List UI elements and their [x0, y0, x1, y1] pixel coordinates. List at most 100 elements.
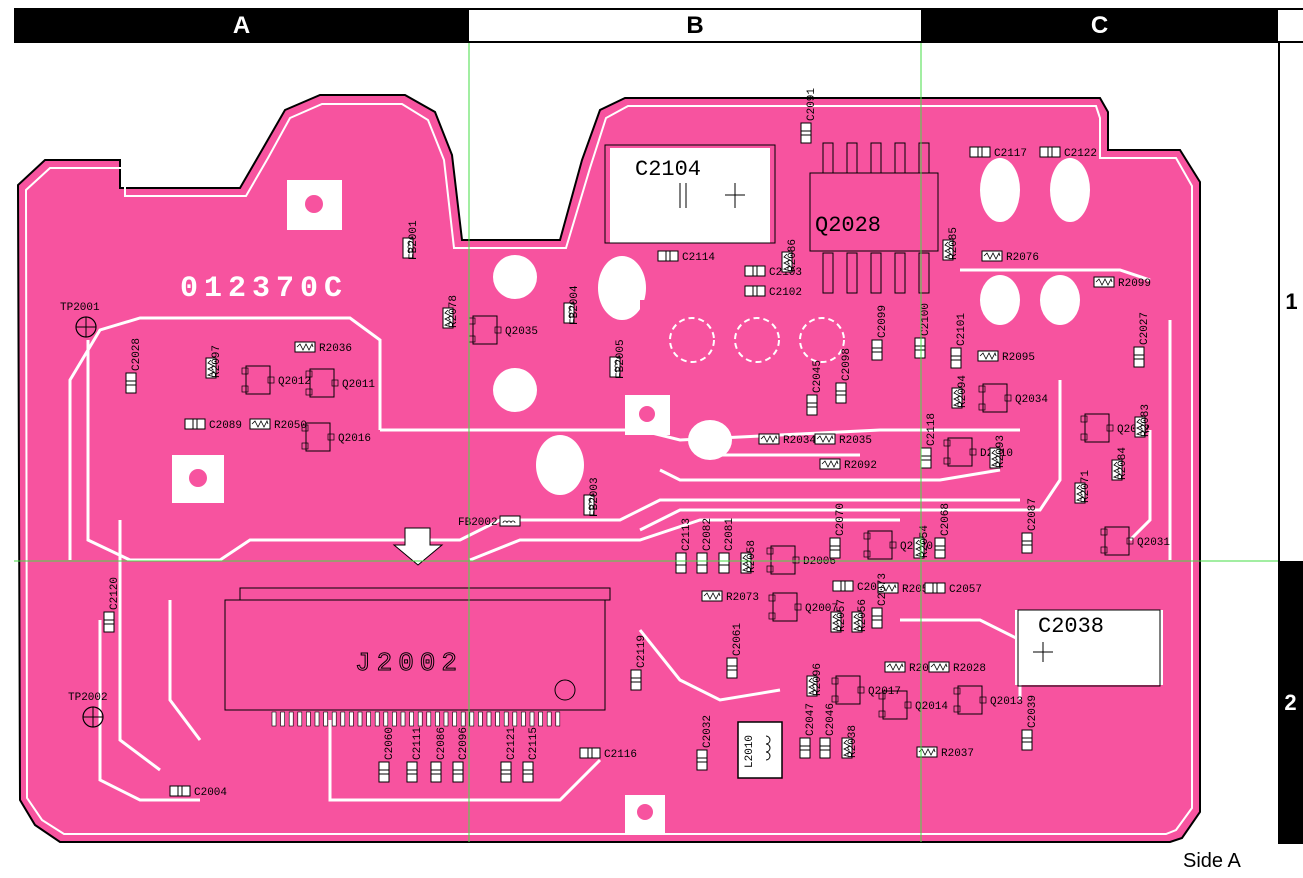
- component-fb2003: FB2003: [583, 477, 601, 517]
- component-ref-label: Q2035: [505, 326, 538, 338]
- component-ref-label: TP2002: [68, 692, 108, 704]
- component-ref-label: R2078: [448, 295, 460, 328]
- component-c2103: C2103: [744, 265, 802, 279]
- connector-pin: [297, 711, 303, 727]
- component-ref-label: C2120: [109, 577, 121, 610]
- component-r2028: R2028: [928, 661, 986, 675]
- connector-pin: [271, 711, 277, 727]
- connector-pin: [357, 711, 363, 727]
- component-c2098: C2098: [835, 348, 853, 404]
- component-ref-label: C2113: [681, 518, 693, 551]
- mount-hole-1: [305, 195, 323, 213]
- component-tp2001: TP2001: [60, 302, 100, 338]
- component-c2086: C2086: [430, 727, 448, 783]
- component-ref-label: C2101: [956, 313, 968, 346]
- component-r2038: R2038: [841, 725, 859, 759]
- component-r2036: R2036: [294, 341, 352, 355]
- component-q2011: Q2011: [305, 368, 375, 398]
- connector-pin: [426, 711, 432, 727]
- component-ref-label: Q2031: [1137, 537, 1170, 549]
- connector-label: J2002: [355, 648, 463, 678]
- column-label-b: B: [686, 11, 704, 39]
- trace-9: [900, 618, 1022, 700]
- component-q2017: Q2017: [831, 675, 901, 705]
- component-ref-label: FB2005: [615, 339, 627, 379]
- component-c2111: C2111: [406, 727, 424, 783]
- component-c2119: C2119: [630, 635, 648, 691]
- component-r2092: R2092: [819, 458, 877, 472]
- component-ref-label: Q2013: [990, 696, 1023, 708]
- component-c2091: C2091: [800, 88, 818, 144]
- component-ref-label: C2032: [702, 715, 714, 748]
- trace-2: [86, 340, 1020, 562]
- connector-pin: [323, 711, 328, 727]
- component-c2027: C2027: [1133, 312, 1151, 368]
- component-ref-label: C2028: [131, 338, 143, 371]
- connector-pin: [460, 711, 466, 727]
- component-c2120: C2120: [103, 577, 121, 633]
- component-fb2001: FB2001: [402, 220, 420, 260]
- component-ref-label: C2045: [812, 360, 824, 393]
- column-header-a: A: [14, 8, 469, 43]
- component-ref-label: C2091: [806, 88, 818, 121]
- component-ref-label: FB2004: [569, 285, 581, 325]
- connector-pin: [469, 711, 475, 727]
- component-fb2004: FB2004: [563, 285, 581, 325]
- big-pad-4: [536, 435, 584, 495]
- component-ref-label: C2096: [458, 727, 470, 760]
- component-ref-label: C2115: [528, 727, 540, 760]
- component-ref-label: C2102: [769, 287, 802, 299]
- column-header-end: [1278, 8, 1303, 43]
- mount-hole-2: [189, 469, 207, 487]
- mount-hole-4: [637, 804, 653, 820]
- connector-pin: [443, 711, 449, 727]
- component-c2089: C2089: [184, 418, 242, 432]
- mount-hole-3: [639, 406, 655, 422]
- side-label: Side A: [1183, 850, 1241, 872]
- component-ref-label: Q2011: [342, 379, 375, 391]
- component-ref-label: Q2007: [805, 603, 838, 615]
- component-c2061: C2061: [726, 623, 744, 679]
- component-ref-label: C2117: [994, 148, 1027, 160]
- connector-pin: [366, 711, 371, 727]
- component-c2038: C2038: [1017, 609, 1161, 687]
- component-ref-label: Q2012: [278, 376, 311, 388]
- component-c2118: C2118: [920, 413, 938, 469]
- component-r2034: R2034: [758, 433, 816, 447]
- component-c2099: C2099: [871, 305, 889, 361]
- component-ref-label: R2036: [319, 343, 352, 355]
- component-q2007: Q2007: [768, 592, 838, 622]
- component-fb2005: FB2005: [609, 339, 627, 379]
- component-r2083: R2083: [1134, 404, 1152, 438]
- component-ref-label: C2073: [877, 573, 889, 606]
- component-ref-label: C2104: [635, 157, 701, 182]
- component-q2016: Q2016: [301, 422, 371, 452]
- row-label-2: 2: [1284, 689, 1297, 715]
- component-ref-label: C2099: [877, 305, 889, 338]
- component-ref-label: Q2028: [815, 213, 881, 238]
- component-r2057: R2057: [830, 599, 848, 633]
- component-c2060: C2060: [378, 727, 396, 783]
- component-ref-label: C2081: [724, 518, 736, 551]
- component-c2057: C2057: [924, 582, 982, 596]
- component-c2081: C2081: [718, 518, 736, 574]
- component-ref-label: R2028: [953, 663, 986, 675]
- component-ref-label: Q2034: [1015, 394, 1048, 406]
- component-ref-label: Q2016: [338, 433, 371, 445]
- component-ref-label: C2118: [926, 413, 938, 446]
- component-c2114: C2114: [657, 250, 715, 264]
- component-ref-label: C2082: [702, 518, 714, 551]
- component-q2034: Q2034: [978, 383, 1048, 413]
- component-r2093: R2093: [989, 435, 1007, 469]
- trace-16: [328, 720, 602, 802]
- component-r2056: R2056: [851, 599, 869, 633]
- connector-pin: [478, 711, 483, 727]
- component-ref-label: C2086: [436, 727, 448, 760]
- component-ref-label: C2098: [841, 348, 853, 381]
- component-ref-label: C2057: [949, 584, 982, 596]
- connector-pin: [435, 711, 440, 727]
- c2038-zone: [1015, 610, 1163, 685]
- component-q2028: Q2028: [809, 142, 939, 294]
